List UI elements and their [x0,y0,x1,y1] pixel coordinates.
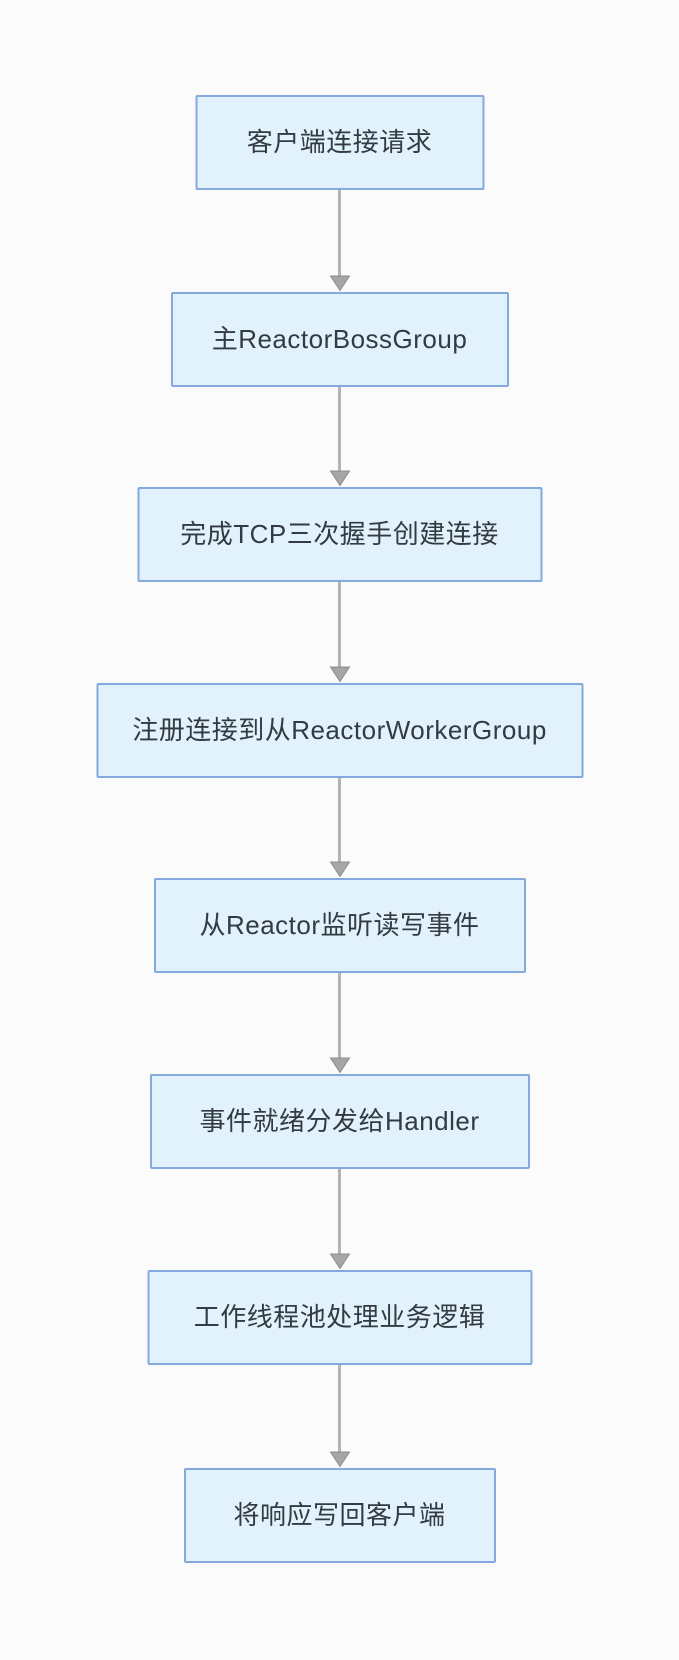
flow-node-client-request: 客户端连接请求 [195,95,484,190]
flow-arrow-down-icon [329,582,351,683]
flow-node-label: 事件就绪分发给Handler [199,1105,480,1136]
flow-node-tcp-handshake: 完成TCP三次握手创建连接 [137,487,542,582]
arrow-shaft [338,1365,341,1452]
flow-node-register-worker: 注册连接到从ReactorWorkerGroup [96,683,583,778]
flow-node-worker-pool: 工作线程池处理业务逻辑 [147,1270,532,1365]
arrow-head-icon [329,470,350,487]
arrow-head-icon [329,1451,350,1468]
flow-node-label: 工作线程池处理业务逻辑 [193,1301,486,1332]
arrow-shaft [338,973,341,1058]
flow-node-label: 客户端连接请求 [246,126,433,157]
flow-arrow-down-icon [329,1169,351,1270]
flow-node-label: 注册连接到从ReactorWorkerGroup [132,714,547,745]
arrow-head-icon [329,861,350,878]
flow-node-label: 将响应写回客户端 [233,1499,446,1530]
flow-arrow-down-icon [329,778,351,878]
arrow-head-icon [329,1253,350,1270]
flow-arrow-down-icon [329,387,351,487]
arrow-head-icon [329,1057,350,1074]
arrow-head-icon [329,275,350,292]
arrow-shaft [338,1169,341,1254]
flow-arrow-down-icon [329,973,351,1074]
arrow-shaft [338,778,341,862]
flow-node-label: 完成TCP三次握手创建连接 [180,518,499,549]
flow-node-sub-reactor-listen: 从Reactor监听读写事件 [153,878,526,973]
arrow-shaft [338,582,341,667]
flow-arrow-down-icon [329,190,351,292]
flow-node-main-reactor: 主ReactorBossGroup [170,292,509,387]
arrow-head-icon [329,666,350,683]
flow-node-dispatch-handler: 事件就绪分发给Handler [149,1074,530,1169]
flow-node-label: 从Reactor监听读写事件 [199,909,480,940]
flow-node-label: 主ReactorBossGroup [211,323,468,354]
arrow-shaft [338,387,341,471]
arrow-shaft [338,190,341,276]
flow-arrow-down-icon [329,1365,351,1468]
flow-node-write-response: 将响应写回客户端 [183,1468,496,1563]
